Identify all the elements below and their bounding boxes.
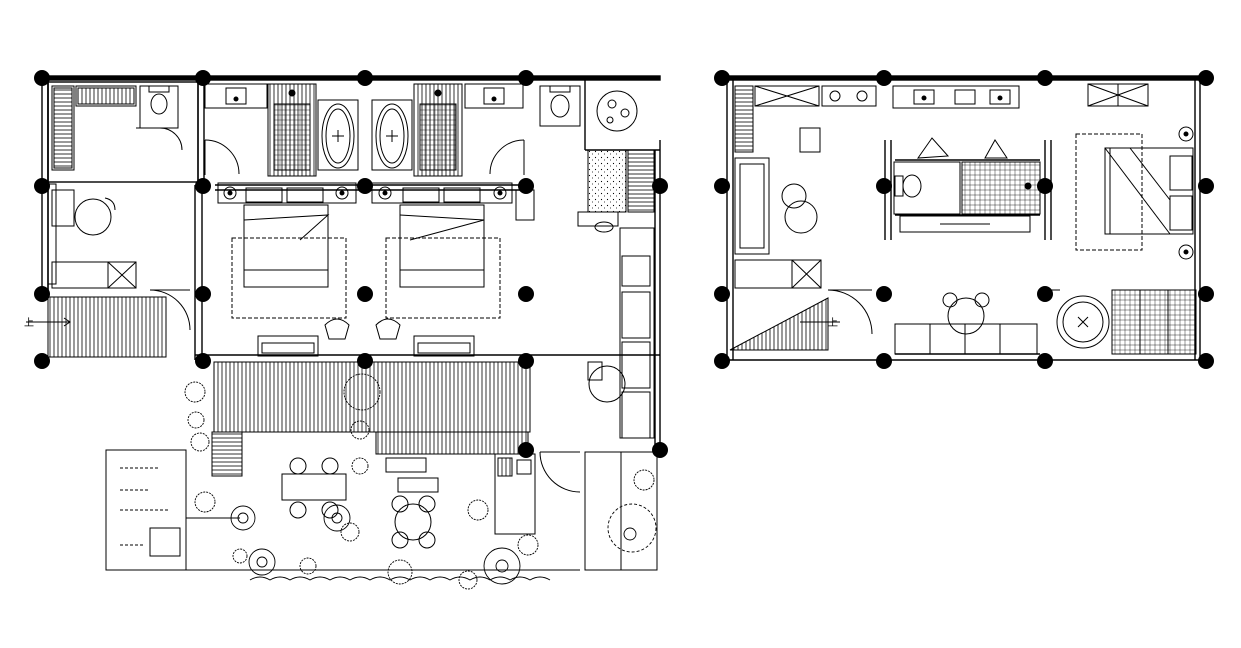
ground-floor-plan: 上 [24,70,668,590]
bedroom-1 [217,182,357,357]
service-corridor [577,149,655,439]
tree-symbol [596,90,638,132]
garden-area [105,449,658,571]
staircase-upper [729,297,840,351]
structural-columns-upper [714,70,1214,369]
study-room [47,183,191,331]
walk-in-closet [51,85,183,171]
staircase-ground [26,296,167,358]
exterior-walls [41,75,661,450]
bedroom-2 [371,182,535,357]
stair-up-mark-ground: 上 [24,317,34,329]
upper-floor-plan: 上 [714,70,1214,369]
stair-up-mark-upper: 上 [828,317,838,329]
bathroom-right [371,83,581,177]
wood-deck [211,361,531,477]
garden-shrubs [184,373,657,590]
upper-lower-band [894,289,1197,355]
upper-storage [734,83,1149,153]
structural-columns-ground [34,70,668,458]
upper-bathroom [893,137,1041,233]
upper-bedroom [1075,126,1194,260]
bathroom-left [204,83,359,177]
upper-lounge [734,157,873,335]
